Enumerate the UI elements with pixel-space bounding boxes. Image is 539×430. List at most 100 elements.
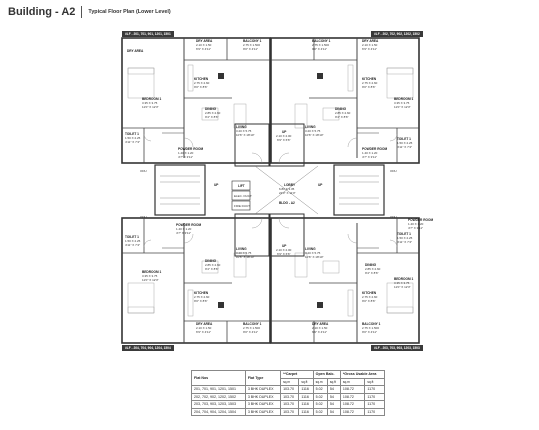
svg-text:3.35 X 3.75: 3.35 X 3.75 <box>142 274 158 278</box>
svg-text:TOILET 1: TOILET 1 <box>397 137 411 141</box>
svg-text:BALCONY 1: BALCONY 1 <box>312 39 331 43</box>
svg-text:9'0" X 8'6": 9'0" X 8'6" <box>194 299 208 303</box>
svg-text:LIVING: LIVING <box>236 247 247 251</box>
svg-text:KITCHEN: KITCHEN <box>362 291 377 295</box>
svg-text:2.85 X 2.60: 2.85 X 2.60 <box>335 111 351 115</box>
svg-text:BEDROOM 1: BEDROOM 1 <box>142 97 162 101</box>
svg-text:2.10 X 2.00: 2.10 X 2.00 <box>276 134 292 138</box>
svg-text:BEDROOM 1: BEDROOM 1 <box>142 270 162 274</box>
svg-text:BALCONY 1: BALCONY 1 <box>362 322 381 326</box>
svg-text:6'9" X 6'6": 6'9" X 6'6" <box>277 138 291 142</box>
svg-text:LIVING: LIVING <box>305 247 316 251</box>
svg-text:FIRE DUCT: FIRE DUCT <box>234 204 250 208</box>
svg-text:10'6" X 18'10": 10'6" X 18'10" <box>236 133 255 137</box>
svg-text:4'7" X 3'11": 4'7" X 3'11" <box>408 226 423 230</box>
svg-text:6'9" X 6'6": 6'9" X 6'6" <box>277 252 291 256</box>
flat-tag-top-right: #LF - 202, 702, 902, 1202, 1502 <box>371 31 423 37</box>
svg-text:9'4" X 8'6": 9'4" X 8'6" <box>205 115 219 119</box>
flat-tag-bottom-right: #LF - 203, 703, 903, 1203, 1503 <box>371 345 423 351</box>
svg-text:3.20 X 5.75: 3.20 X 5.75 <box>305 251 321 255</box>
svg-text:2.75 X 1.500: 2.75 X 1.500 <box>243 43 260 47</box>
svg-text:3.35 X 3.75: 3.35 X 3.75 <box>142 101 158 105</box>
svg-text:POWDER ROOM: POWDER ROOM <box>178 147 203 151</box>
plan-subtitle: Typical Floor Plan (Lower Level) <box>88 9 171 15</box>
svg-text:4'7" X 3'11": 4'7" X 3'11" <box>176 231 191 235</box>
labels-top-left: DRY AREA DRY AREA 2.10 X 1.50 6'9" X 4'1… <box>125 39 262 159</box>
svg-text:2.85 X 2.60: 2.85 X 2.60 <box>365 267 381 271</box>
svg-text:9'0" X 4'11": 9'0" X 4'11" <box>243 330 258 334</box>
up-room-top <box>269 123 305 167</box>
svg-text:LIVING: LIVING <box>305 125 316 129</box>
lobby-diagonals <box>254 165 319 215</box>
svg-text:1.40 X 1.20: 1.40 X 1.20 <box>362 151 378 155</box>
svg-text:3.35 X 3.75: 3.35 X 3.75 <box>394 281 410 285</box>
svg-text:10'6" X 18'10": 10'6" X 18'10" <box>305 255 324 259</box>
svg-text:TOILET 1: TOILET 1 <box>125 235 139 239</box>
svg-text:TOILET 1: TOILET 1 <box>125 132 139 136</box>
flat-tag-bottom-left: #LF - 204, 704, 904, 1204, 1504 <box>122 345 174 351</box>
svg-text:UP: UP <box>282 244 287 248</box>
labels-top-right: BALCONY 1 2.75 X 1.500 9'0" X 4'11" DRY … <box>305 39 414 159</box>
svg-text:4'11" X 7'4": 4'11" X 7'4" <box>397 240 412 244</box>
svg-text:4'11" X 7'4": 4'11" X 7'4" <box>125 243 140 247</box>
svg-text:ODU: ODU <box>140 215 147 219</box>
svg-text:BALCONY 1: BALCONY 1 <box>243 322 262 326</box>
room-label: DRY AREA <box>127 49 144 53</box>
svg-text:10'6" X 18'10": 10'6" X 18'10" <box>236 255 255 259</box>
area-table: Flat Nos Flat Type **Carpet Open Balc. *… <box>191 370 386 416</box>
svg-text:DINING: DINING <box>365 263 377 267</box>
svg-text:BEDROOM 1: BEDROOM 1 <box>394 97 414 101</box>
svg-text:4'11" X 7'4": 4'11" X 7'4" <box>397 145 412 149</box>
header-divider <box>81 6 83 18</box>
svg-text:11'0" X 12'3": 11'0" X 12'3" <box>394 105 411 109</box>
svg-text:2.10 X 1.50: 2.10 X 1.50 <box>312 326 328 330</box>
svg-text:22'3" X 11'0": 22'3" X 11'0" <box>279 191 296 195</box>
svg-text:ELEC. DUCT: ELEC. DUCT <box>234 194 252 198</box>
svg-text:2.75 X 1.500: 2.75 X 1.500 <box>362 326 379 330</box>
svg-text:POWDER ROOM: POWDER ROOM <box>408 218 433 222</box>
svg-text:KITCHEN: KITCHEN <box>194 77 209 81</box>
svg-text:1.40 X 1.20: 1.40 X 1.20 <box>408 222 424 226</box>
svg-text:9'0" X 8'6": 9'0" X 8'6" <box>362 299 376 303</box>
svg-text:ODU: ODU <box>140 169 147 173</box>
svg-text:POWDER ROOM: POWDER ROOM <box>176 223 201 227</box>
svg-text:ODU: ODU <box>390 169 397 173</box>
svg-text:6'9" X 4'11": 6'9" X 4'11" <box>312 330 327 334</box>
labels-core: UP 2.10 X 2.00 6'9" X 6'6" UP 2.10 X 2.0… <box>140 130 397 256</box>
svg-text:UP: UP <box>282 130 287 134</box>
svg-text:2.75 X 2.60: 2.75 X 2.60 <box>362 295 378 299</box>
svg-text:9'4" X 8'6": 9'4" X 8'6" <box>205 267 219 271</box>
svg-text:9'0" X 4'11": 9'0" X 4'11" <box>312 47 327 51</box>
svg-text:UP: UP <box>318 183 323 187</box>
svg-text:BEDROOM 1: BEDROOM 1 <box>394 277 414 281</box>
svg-text:11'0" X 12'3": 11'0" X 12'3" <box>142 278 159 282</box>
svg-text:3.35 X 3.75: 3.35 X 3.75 <box>394 101 410 105</box>
svg-text:6'9" X 4'11": 6'9" X 4'11" <box>362 47 377 51</box>
area-table-header: Flat Nos Flat Type **Carpet Open Balc. *… <box>191 370 386 386</box>
svg-text:3.20 X 5.75: 3.20 X 5.75 <box>236 129 252 133</box>
lift-box <box>231 180 251 191</box>
labels-bottom-right: POWDER ROOM 1.40 X 1.20 4'7" X 3'11" TOI… <box>305 218 433 334</box>
svg-text:11'0" X 12'3": 11'0" X 12'3" <box>394 285 411 289</box>
svg-text:UP: UP <box>214 183 219 187</box>
svg-text:2.75 X 1.500: 2.75 X 1.500 <box>243 326 260 330</box>
svg-text:TOILET 1: TOILET 1 <box>397 232 411 236</box>
svg-text:9'0" X 4'11": 9'0" X 4'11" <box>243 47 258 51</box>
svg-text:2.75 X 2.60: 2.75 X 2.60 <box>362 81 378 85</box>
svg-text:LIFT: LIFT <box>238 184 245 188</box>
labels-bottom-left: POWDER ROOM 1.40 X 1.20 4'7" X 3'11" TOI… <box>125 223 262 334</box>
svg-text:ODU: ODU <box>390 215 397 219</box>
up-room-bottom <box>269 213 305 257</box>
fire-duct-box <box>231 200 251 211</box>
svg-text:9'0" X 8'6": 9'0" X 8'6" <box>194 85 208 89</box>
svg-text:2.75 X 1.500: 2.75 X 1.500 <box>312 43 329 47</box>
svg-text:9'4" X 8'6": 9'4" X 8'6" <box>365 271 379 275</box>
svg-text:6.80 X 3.35: 6.80 X 3.35 <box>279 187 295 191</box>
svg-text:DRY AREA: DRY AREA <box>196 39 213 43</box>
svg-text:DINING: DINING <box>205 259 217 263</box>
svg-text:DRY AREA: DRY AREA <box>312 322 329 326</box>
